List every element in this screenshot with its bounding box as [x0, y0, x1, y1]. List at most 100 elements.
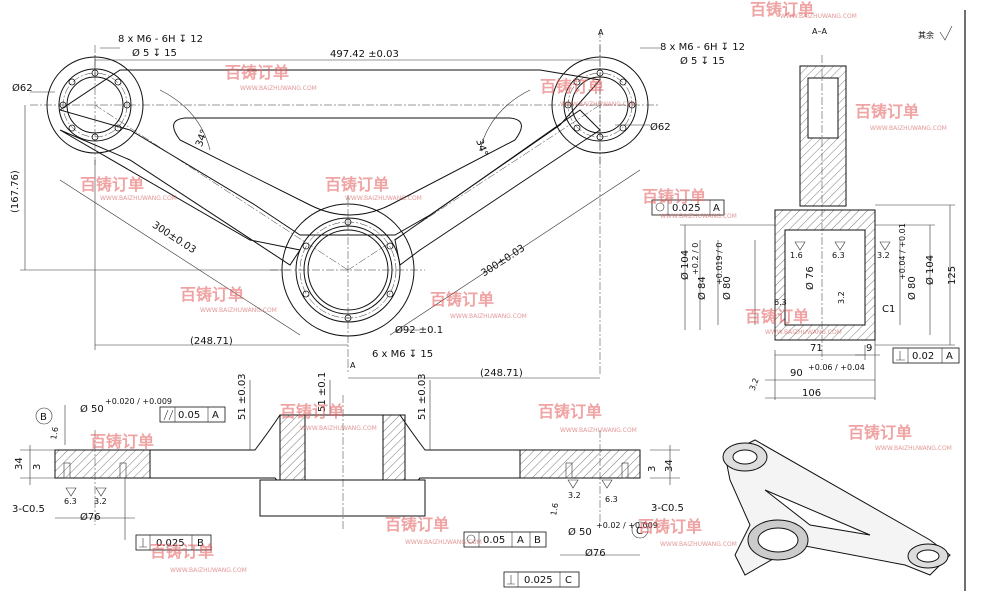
fcf-datum: B — [197, 538, 204, 549]
svg-text:WWW.BAIZHUWANG.COM: WWW.BAIZHUWANG.COM — [100, 195, 177, 202]
fcf-position-aa: 0.025 A — [651, 199, 725, 216]
fcf-value: 0.025 — [156, 538, 185, 549]
svg-text:百铸订单: 百铸订单 — [848, 423, 912, 442]
position-icon — [466, 534, 476, 544]
roughness-icon — [834, 241, 846, 251]
fcf-datum: A — [713, 203, 720, 214]
perpendicular-icon — [139, 538, 147, 548]
roughness-icon — [601, 479, 613, 489]
roughness-value: 1.6 — [49, 426, 60, 440]
dim-h51-mid: 51 ±0.1 — [317, 372, 328, 412]
svg-text:百铸订单: 百铸订单 — [642, 187, 706, 206]
roughness-value: 6.3 — [605, 495, 618, 504]
parallel-icon — [163, 409, 174, 421]
svg-text:百铸订单: 百铸订单 — [638, 517, 702, 536]
offset-right: (248.71) — [480, 368, 523, 379]
fcf-value: 0.025 — [672, 203, 701, 214]
fcf-datum: C — [565, 575, 572, 586]
dim-d104-right: Ø 104 — [924, 255, 936, 285]
roughness-icon — [65, 487, 77, 497]
svg-text:百铸订单: 百铸订单 — [430, 290, 494, 309]
roughness-value: 3.2 — [94, 497, 107, 506]
roughness-value: 3.2 — [568, 491, 581, 500]
svg-text:WWW.BAIZHUWANG.COM: WWW.BAIZHUWANG.COM — [170, 567, 247, 574]
offset-left: (248.71) — [190, 336, 233, 347]
roughness-value: 6.3 — [832, 251, 845, 260]
dim-h3-right: 3 — [647, 466, 658, 472]
dim-d80-right: Ø 80 — [906, 276, 918, 300]
bore-right-tol: +0.02 / +0.009 — [596, 521, 658, 530]
dim-w90: 90 — [790, 368, 803, 379]
watermark: 百铸订单 WWW.BAIZHUWANG.COM — [430, 290, 527, 320]
fcf-value: 0.025 — [524, 575, 553, 586]
svg-text:百铸订单: 百铸订单 — [80, 175, 144, 194]
dim-h34-left: 34 — [14, 457, 25, 470]
svg-text:WWW.BAIZHUWANG.COM: WWW.BAIZHUWANG.COM — [660, 541, 737, 548]
section-title: A–A — [812, 27, 827, 36]
arm-left-length: 300±0.03 — [150, 220, 198, 256]
roughness-value: 6.3 — [64, 497, 77, 506]
dim-d84-tol: +0.2 / 0 — [691, 243, 700, 275]
svg-text:WWW.BAIZHUWANG.COM: WWW.BAIZHUWANG.COM — [560, 427, 637, 434]
fcf-datum: A — [946, 351, 953, 362]
left-hub-diameter: Ø62 — [12, 82, 33, 94]
arm-right-length: 300±0.03 — [479, 243, 527, 279]
angle-right: 34° — [473, 138, 489, 158]
svg-text:WWW.BAIZHUWANG.COM: WWW.BAIZHUWANG.COM — [450, 313, 527, 320]
isometric-view — [722, 439, 951, 576]
roughness-value: 3.2 — [748, 377, 761, 392]
datum-b-bubble — [35, 407, 53, 425]
watermark: 百铸订单 WWW.BAIZHUWANG.COM — [745, 307, 842, 336]
dim-d84: Ø 84 — [696, 276, 708, 300]
dim-h34-right: 34 — [664, 459, 675, 472]
dim-chamfer: C1 — [882, 304, 895, 315]
svg-text:百铸订单: 百铸订单 — [538, 402, 602, 421]
svg-text:百铸订单: 百铸订单 — [325, 175, 389, 194]
dim-h3-left: 3 — [32, 464, 43, 470]
watermark: 百铸订单 — [90, 432, 154, 451]
angle-left: 34° — [194, 128, 210, 148]
svg-text:WWW.BAIZHUWANG.COM: WWW.BAIZHUWANG.COM — [300, 425, 377, 432]
svg-text:百铸订单: 百铸订单 — [745, 307, 809, 326]
bore-right: Ø 50 — [568, 526, 592, 538]
roughness-value: 1.6 — [790, 251, 803, 260]
svg-text:WWW.BAIZHUWANG.COM: WWW.BAIZHUWANG.COM — [560, 101, 637, 108]
fcf-datum: B — [534, 535, 541, 546]
datum-b: B — [40, 412, 47, 423]
dim-h51-right: 51 ±0.03 — [417, 373, 428, 420]
dim-h125: 125 — [947, 266, 958, 285]
svg-text:WWW.BAIZHUWANG.COM: WWW.BAIZHUWANG.COM — [780, 13, 857, 20]
center-bore-diameter: Ø92 ±0.1 — [395, 324, 443, 336]
svg-text:WWW.BAIZHUWANG.COM: WWW.BAIZHUWANG.COM — [240, 85, 317, 92]
fcf-parallel: 0.05 A — [159, 406, 226, 423]
position-icon — [655, 202, 665, 212]
bolt-left-spec-2: Ø 5 ↧ 15 — [132, 47, 177, 59]
svg-text:WWW.BAIZHUWANG.COM: WWW.BAIZHUWANG.COM — [875, 445, 952, 452]
svg-text:WWW.BAIZHUWANG.COM: WWW.BAIZHUWANG.COM — [765, 329, 842, 336]
fcf-perpendicularity-aa: 0.02 A — [892, 347, 960, 364]
svg-text:百铸订单: 百铸订单 — [150, 542, 214, 561]
roughness-value: 1.6 — [549, 502, 560, 516]
watermark: 百铸订单 WWW.BAIZHUWANG.COM — [638, 517, 737, 548]
section-mark-top: A — [598, 28, 604, 37]
svg-text:百铸订单: 百铸订单 — [855, 102, 919, 121]
roughness-value: 6.3 — [774, 298, 787, 307]
svg-text:WWW.BAIZHUWANG.COM: WWW.BAIZHUWANG.COM — [345, 195, 422, 202]
watermark: 百铸订单 WWW.BAIZHUWANG.COM — [848, 423, 952, 452]
roughness-other-label: 其余 — [918, 30, 934, 40]
dim-w106: 106 — [802, 388, 821, 399]
bolt-right-spec-1: 8 x M6 - 6H ↧ 12 — [660, 42, 745, 53]
bolt-left-spec-1: 8 x M6 - 6H ↧ 12 — [118, 34, 203, 45]
roughness-value: 3.2 — [877, 251, 890, 260]
fcf-value: 0.05 — [178, 410, 200, 421]
dim-d76: Ø 76 — [804, 266, 816, 290]
chamfer-right: 3-C0.5 — [651, 503, 684, 514]
fcf-position-front: 0.05 A B — [463, 531, 547, 548]
